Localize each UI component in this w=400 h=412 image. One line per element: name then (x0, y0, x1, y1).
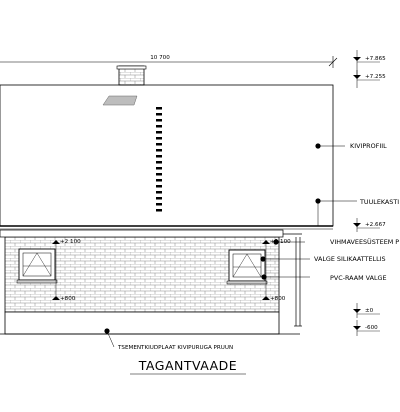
overall-width-label: 10 700 (150, 55, 170, 61)
label-vihmaveesusteem: VIHMAVEESÜSTEEM P (330, 237, 399, 246)
roof-surface (0, 84, 334, 227)
ladder-rung (156, 167, 162, 170)
ladder-rung (156, 113, 162, 116)
plinth (4, 311, 280, 335)
ladder-rung (156, 155, 162, 158)
foundation-level: -600 (365, 325, 378, 331)
ground-level: ±0 (365, 308, 374, 314)
ladder-rung (156, 185, 162, 188)
overall-dimension: 10 700 (0, 55, 338, 68)
eaves-level: +2.667 (365, 222, 386, 228)
ladder-rung (156, 137, 162, 140)
right-window-bottom-level: +800 (270, 296, 286, 302)
ladder-rung (156, 149, 162, 152)
downpipe (283, 233, 302, 327)
label-plinth: TSEMENTKIUDPLAAT KIVIPURUGA PRUUN (117, 345, 233, 351)
label-pvc-raam: PVC-RAAM VALGE (330, 274, 387, 282)
ladder-rung (156, 131, 162, 134)
drawing-title: TAGANTVAADE (138, 358, 237, 373)
ladder-rung (156, 119, 162, 122)
window-right (226, 249, 268, 285)
ladder-rung (156, 197, 162, 200)
ridge-level: +7.255 (365, 74, 386, 80)
ladder-rung (156, 143, 162, 146)
level-column: +7.865 +7.255 +2.667 ±0 -600 (353, 50, 386, 336)
roof (0, 84, 334, 230)
label-valge-silikaattellis: VALGE SILIKAATTELLIS (314, 255, 386, 263)
ladder-rung (156, 125, 162, 128)
ridge-top-level: +7.865 (365, 56, 386, 62)
label-kiviprofiil: KIVIPROFIIL (350, 142, 387, 150)
roof-window (102, 95, 138, 106)
left-window-top-level: +2 100 (60, 239, 81, 245)
ladder-rung (156, 107, 162, 110)
roof-ladder (156, 107, 162, 212)
left-window-bottom-level: +800 (60, 296, 76, 302)
ladder-rung (156, 179, 162, 182)
leaders: KIVIPROFIIL TUULEKASTI VIHMAVEESÜSTEEM P… (104, 142, 399, 351)
ladder-rung (156, 203, 162, 206)
ladder-rung (156, 209, 162, 212)
label-tuulekasti: TUULEKASTI (359, 198, 399, 206)
window-left (16, 248, 58, 284)
drawing-title-group: TAGANTVAADE (130, 358, 246, 375)
ladder-rung (156, 161, 162, 164)
chimney (116, 65, 147, 86)
window-level-left: +2 100 +800 (52, 239, 81, 302)
ladder-rung (156, 173, 162, 176)
ladder-rung (156, 191, 162, 194)
